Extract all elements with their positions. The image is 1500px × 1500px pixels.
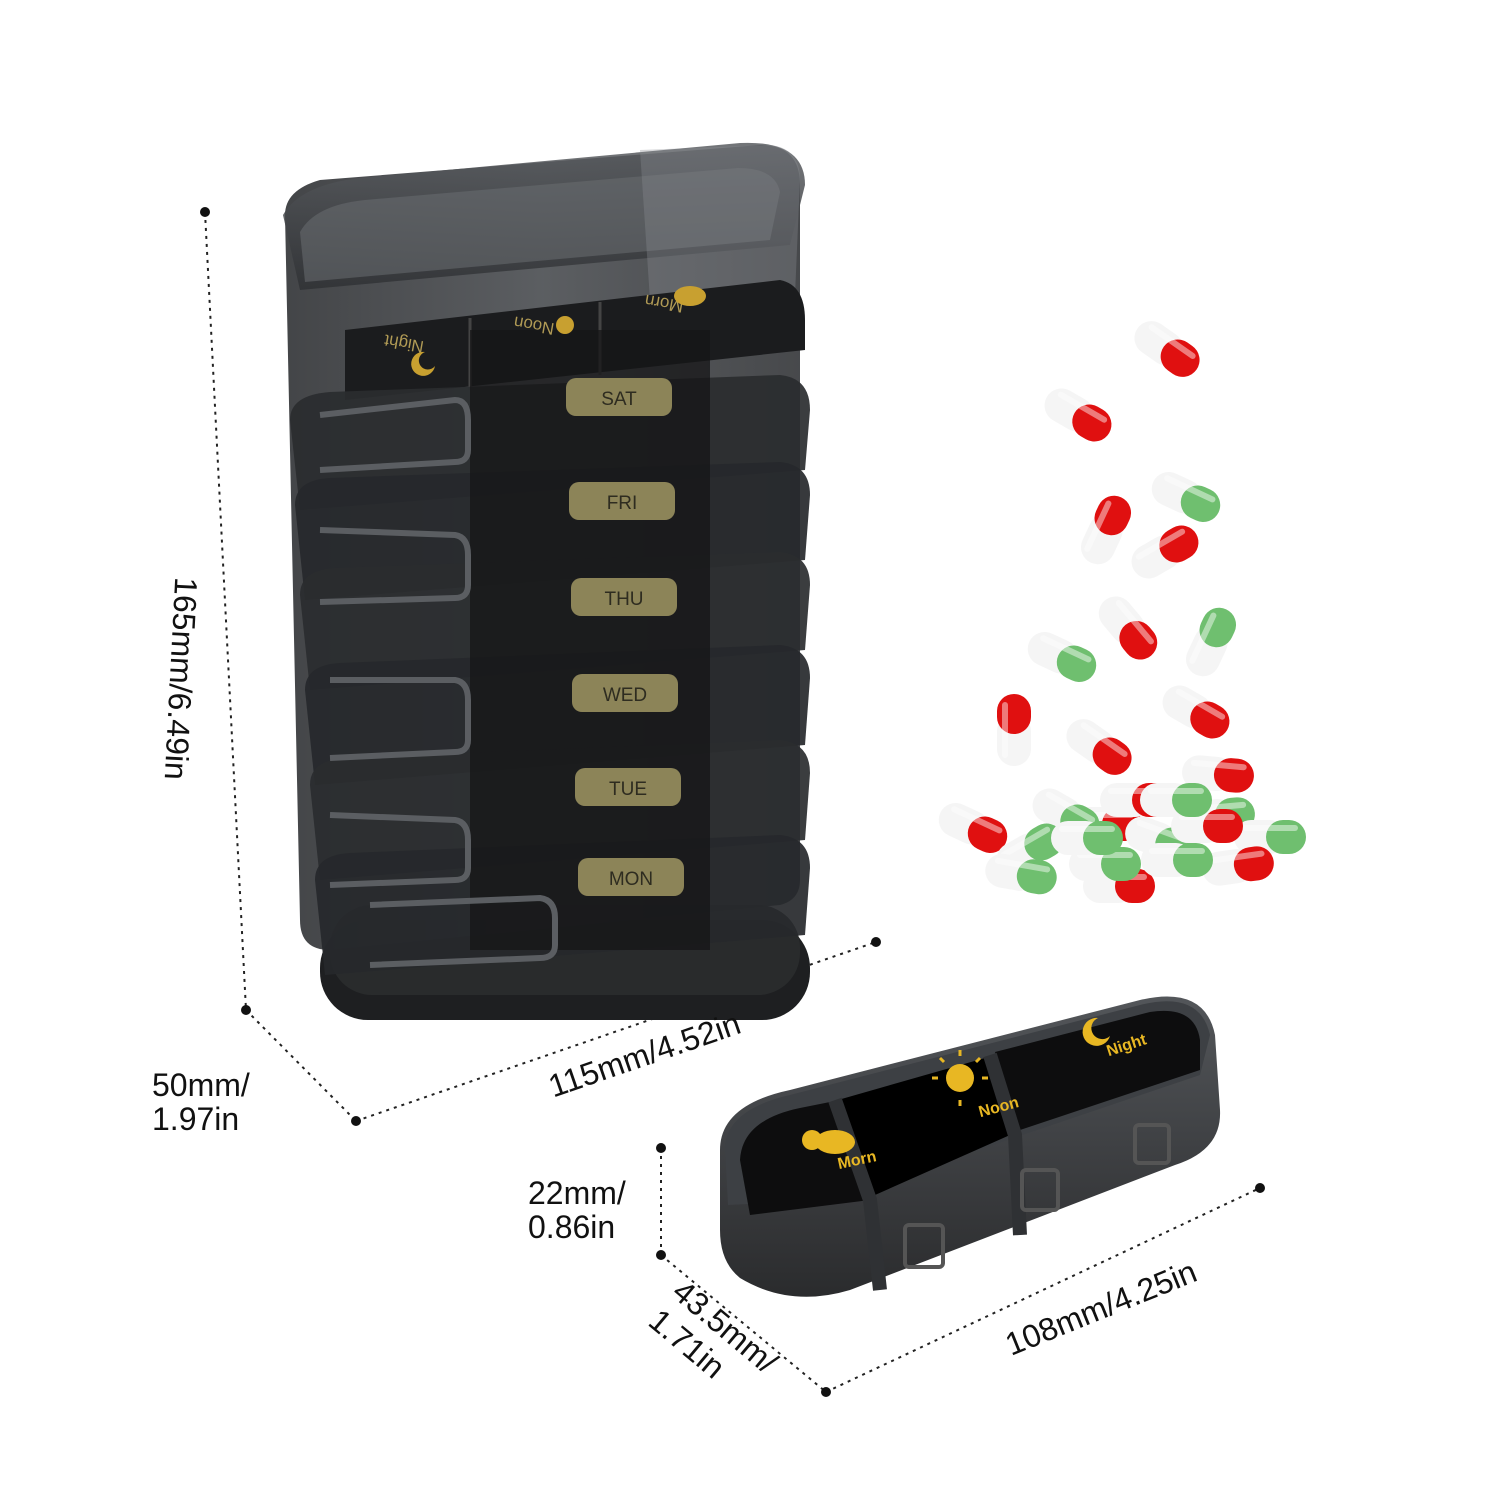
sun-cloud-icon	[815, 1130, 855, 1154]
single-width-dimension-label: 108mm/4.25in	[1000, 1253, 1202, 1362]
capsule-pill	[1140, 783, 1212, 817]
capsule-pill	[1202, 846, 1274, 886]
capsule-pill	[1080, 495, 1132, 565]
single-day-case: Morn Noon Night	[720, 996, 1221, 1297]
height-dimension-label: 165mm/6.49in	[158, 576, 205, 780]
capsule-pill	[1134, 321, 1200, 377]
sun-icon	[946, 1064, 974, 1092]
capsule-pill	[1185, 607, 1237, 677]
capsule-pill	[938, 802, 1008, 854]
sun-icon	[556, 316, 574, 334]
day-label-tue: TUE	[609, 779, 647, 800]
dimension-endpoints	[200, 207, 1265, 1397]
capsule-pill	[1066, 719, 1132, 775]
day-label-wed: WED	[603, 685, 647, 706]
weekly-pill-organizer: SAT FRI THU WED TUE MON Night Noon Morn	[283, 142, 810, 1020]
pills-cluster	[938, 321, 1306, 903]
day-label-thu: THU	[604, 589, 643, 610]
depth-dimension-line	[245, 1009, 357, 1122]
capsule-pill	[1141, 843, 1213, 877]
single-height-dimension-label: 22mm/ 0.86in	[528, 1175, 626, 1245]
capsule-pill	[1027, 631, 1097, 683]
day-label-badge	[569, 482, 675, 520]
day-label-sat: SAT	[601, 389, 637, 410]
capsule-pill	[1131, 525, 1199, 579]
capsule-pill	[1051, 821, 1123, 855]
moon-star-icon	[1082, 1017, 1110, 1046]
day-label-badge	[566, 378, 672, 416]
day-labels: SAT FRI THU WED TUE MON	[566, 378, 684, 896]
day-label-badge	[572, 674, 678, 712]
capsule-pill	[1234, 820, 1306, 854]
height-dimension-line	[204, 211, 247, 1011]
day-drawers	[290, 330, 810, 975]
moon-star-icon	[411, 351, 435, 376]
day-label-fri: FRI	[607, 493, 638, 514]
day-label-badge	[575, 768, 681, 806]
day-label-mon: MON	[609, 869, 653, 890]
depth-dimension-label: 50mm/ 1.97in	[152, 1067, 250, 1137]
day-label-badge	[571, 578, 677, 616]
capsule-pill	[1098, 596, 1158, 660]
capsule-pill	[1151, 471, 1221, 523]
capsule-pill	[997, 694, 1031, 766]
capsule-pill	[1182, 755, 1254, 793]
single-depth-dimension-line	[660, 1254, 827, 1393]
day-label-badge	[578, 858, 684, 896]
capsule-pill	[1044, 388, 1112, 442]
sun-cloud-icon	[674, 286, 706, 306]
capsule-pill	[1162, 685, 1230, 739]
capsule-pill	[985, 853, 1057, 895]
